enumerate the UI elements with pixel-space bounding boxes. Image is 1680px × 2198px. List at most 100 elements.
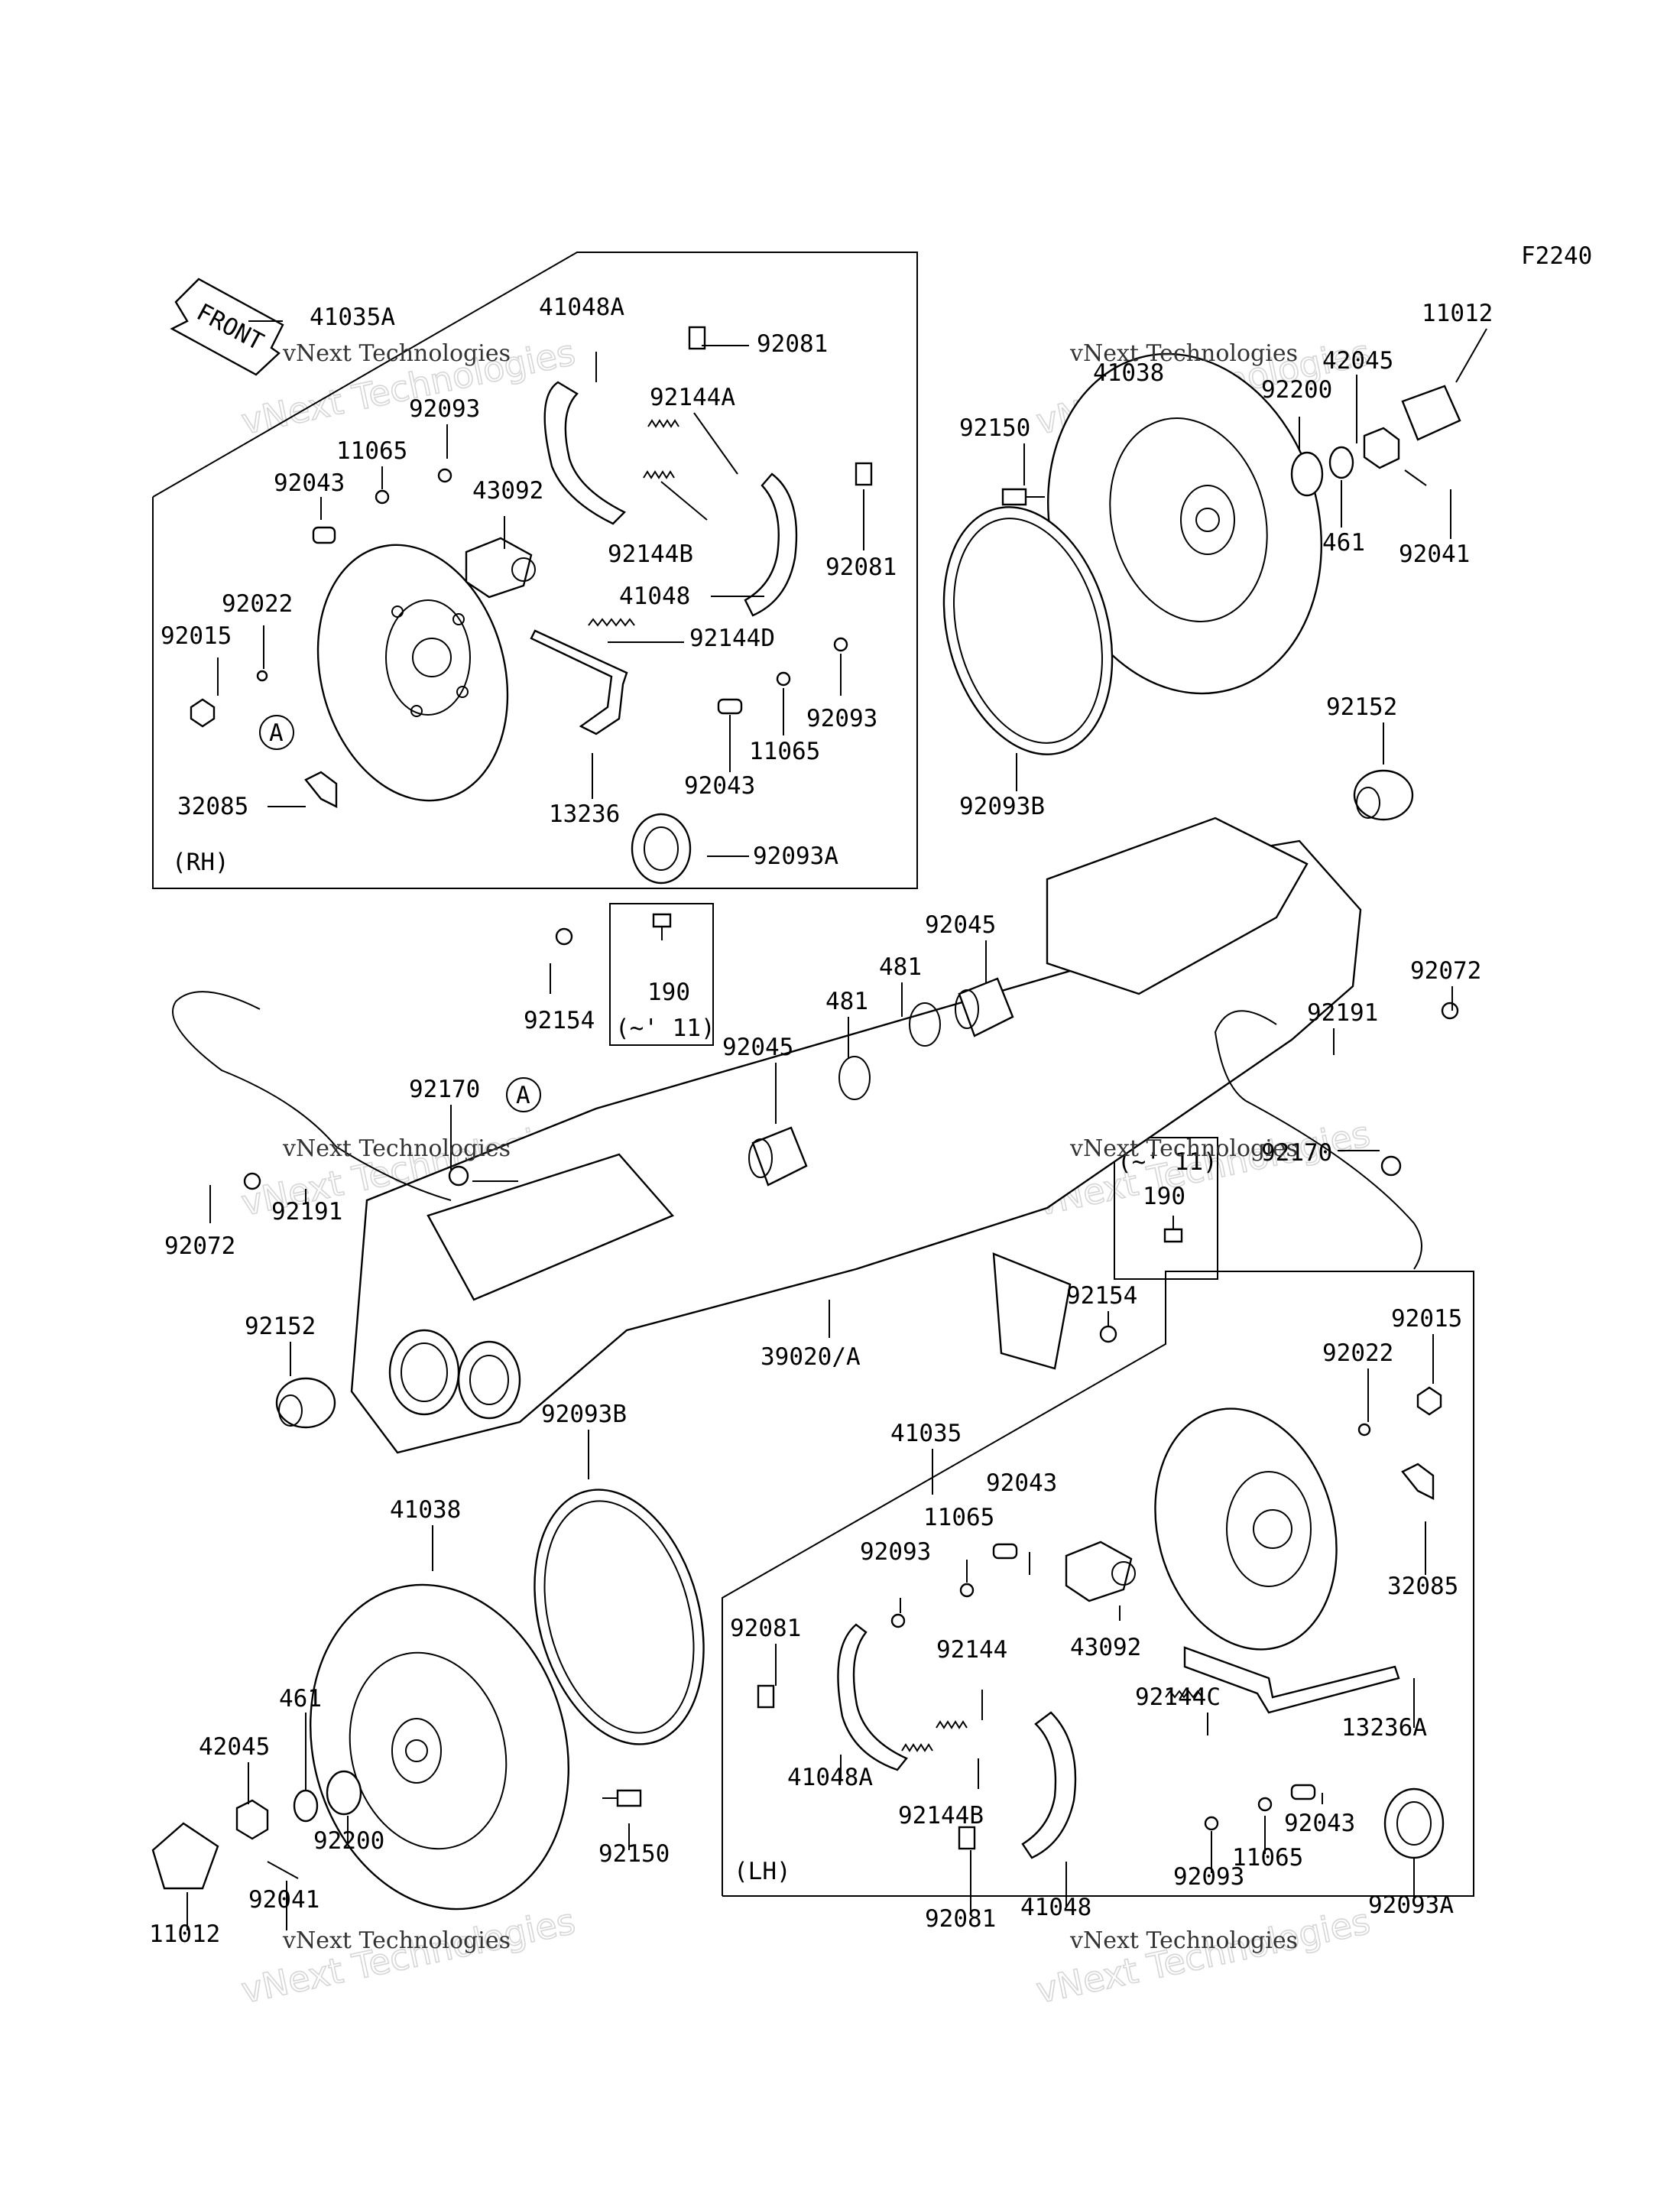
part-labels: 41035A 41048A 92081 92144A 92093 11065 9… [149,294,1493,1948]
part-label: 92015 [1391,1305,1462,1333]
part-label: 92045 [722,1034,793,1061]
part-label: 461 [279,1685,322,1713]
part-label: 92093 [1173,1863,1244,1891]
rh-wheel-cylinder [465,537,536,599]
part-label: 92041 [1399,541,1470,568]
part-label: 92043 [986,1469,1057,1497]
part-label: 42045 [199,1733,270,1761]
ref-circle-a-bottom: A [506,1077,541,1112]
part-label: 41048 [619,583,690,610]
part-label: 92041 [248,1886,319,1914]
part-label: 92144D [689,625,775,652]
lh-wheel-cylinder [1065,1541,1136,1602]
part-label: 92043 [274,469,345,497]
left-brake-drum-41038 [309,1583,570,1911]
part-label: 42045 [1322,347,1393,375]
part-label: 92022 [1322,1339,1393,1367]
rh-brake-shoe-upper [543,381,627,525]
part-label: 32085 [1387,1573,1458,1600]
watermark-subtext-line: vNext Technologies [282,1927,511,1954]
part-label: 32085 [177,793,248,820]
lh-backing-plate [1154,1407,1338,1651]
part-label: 39020/A [761,1343,861,1371]
part-label: 43092 [1070,1634,1141,1661]
part-label: 92144A [650,384,735,411]
part-label: 41048A [539,294,624,321]
part-label: 92191 [1307,999,1378,1027]
bolt-190-bottom-icon [1163,1216,1183,1243]
part-label: 92093B [959,793,1045,820]
lh-box-label: (LH) [734,1858,791,1885]
inset-190-top [609,903,714,1046]
part-label: 41035A [310,304,395,331]
part-label: 92081 [757,330,828,358]
part-label: 92043 [1284,1810,1355,1837]
inset-190-bottom-note: (~' 11) [1117,1148,1218,1176]
rh-springs [588,419,679,627]
part-label: 92072 [164,1232,235,1260]
watermark: vNext Technologies [238,1901,579,2011]
lh-lever-13236A [1183,1646,1400,1714]
leader-lines [186,320,1487,1930]
part-label: 41035 [890,1420,962,1447]
part-label: 92093 [409,395,480,423]
watermark-subtext-line: vNext Technologies [282,340,511,367]
part-label: 92170 [1261,1139,1332,1167]
breather-tubes-92191 [172,927,1459,1343]
part-label: 92072 [1410,957,1481,985]
right-drum-seal-92093B [942,506,1114,755]
part-label: 11065 [923,1504,994,1531]
ref-circle-a-top: A [259,715,294,750]
part-label: 92093A [753,843,838,870]
diagram-code: F2240 [1521,242,1592,270]
part-label: 92191 [271,1198,342,1226]
part-label: 92093A [1368,1891,1454,1919]
part-label: 92150 [959,414,1030,442]
part-label: 92043 [684,772,755,800]
watermark-subtext-line: vNext Technologies [1069,1135,1298,1162]
part-label: 92022 [222,590,293,618]
rh-small-parts [190,468,848,885]
bushings-and-bearings [275,769,1414,1429]
part-label: 92150 [598,1840,670,1868]
part-label: 92200 [1261,376,1332,404]
part-label: 92170 [409,1076,480,1103]
axle-housing-39020A [350,817,1362,1454]
part-label: 92093 [860,1538,931,1566]
part-label: 481 [825,988,868,1015]
part-label: 41038 [390,1496,461,1524]
inset-190-bottom-part: 190 [1143,1183,1185,1210]
part-label: 11065 [1232,1844,1303,1872]
part-label: 92093 [806,705,877,732]
part-label: 92144C [1135,1683,1221,1711]
part-label: 41048 [1020,1894,1091,1921]
part-label: 41048A [787,1764,873,1791]
part-label: 13236 [549,800,620,828]
lh-brake-shoe-right [1021,1711,1077,1859]
inset-190-bottom [1114,1137,1218,1280]
part-label: 92154 [1066,1282,1137,1310]
ref-circle-a-bottom-label: A [516,1082,530,1109]
part-label: 92144B [608,541,693,568]
part-label: 13236A [1341,1714,1427,1742]
rh-box-label: (RH) [172,849,229,876]
part-label: 11012 [1422,300,1493,327]
inset-190-top-part: 190 [647,979,690,1006]
part-label: 92081 [925,1905,996,1933]
lh-small-parts [757,1386,1445,1859]
part-label: 92154 [524,1007,595,1034]
watermark-subtext: vNext Technologies vNext Technologies vN… [282,340,1298,1954]
right-hub-small-parts [1001,385,1461,506]
left-drum-seal-92093B [534,1489,705,1745]
part-label: 43092 [472,477,543,505]
watermark-subtext-line: vNext Technologies [1069,1927,1298,1954]
lh-assembly-box [722,1271,1474,1897]
part-label: 92081 [730,1615,801,1642]
watermark-subtext-line: vNext Technologies [1069,340,1298,367]
part-label: 41038 [1093,359,1164,387]
rh-brake-shoe-lower [744,472,798,617]
part-label: 92081 [825,554,897,581]
part-label: 92152 [245,1313,316,1340]
part-label: 481 [879,953,922,981]
